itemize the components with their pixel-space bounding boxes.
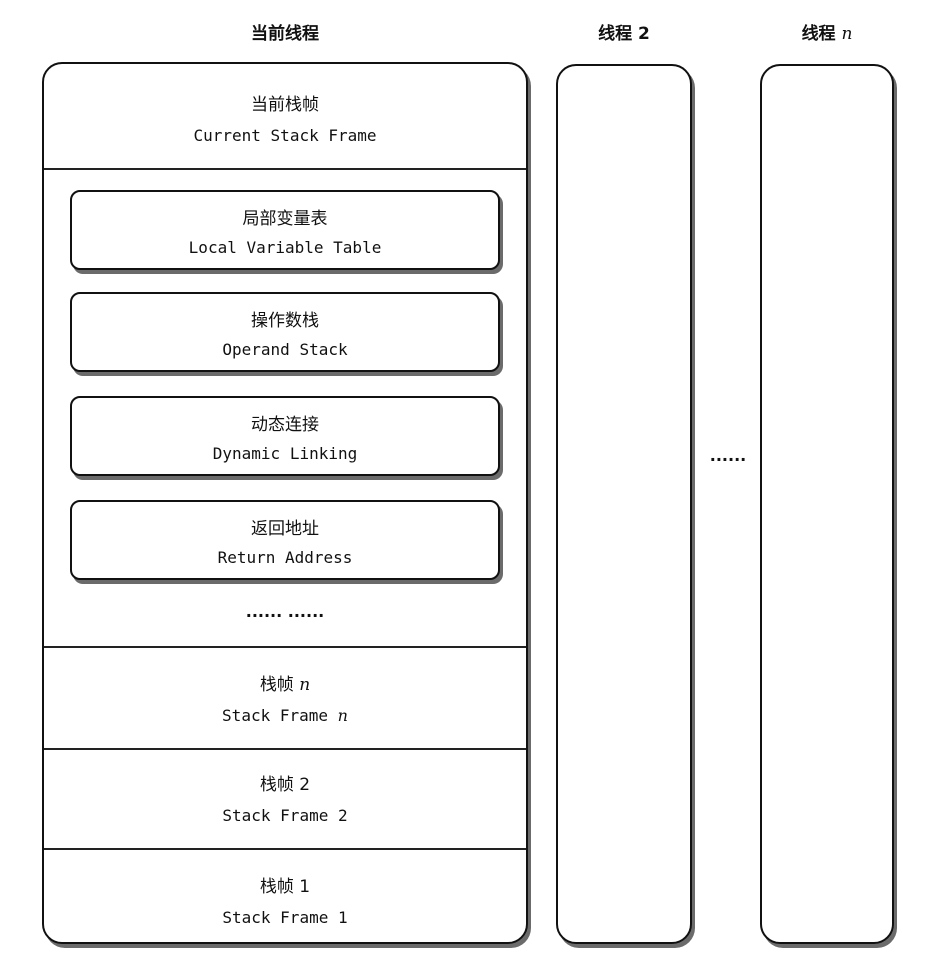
- local-variable-table-box: 局部变量表 Local Variable Table: [70, 190, 500, 270]
- stack-frame-n-en-prefix: Stack Frame: [222, 706, 338, 725]
- stack-frame-1: 栈帧 1 Stack Frame 1: [44, 850, 526, 942]
- dynamic-linking-en: Dynamic Linking: [212, 444, 358, 463]
- local-variable-table-cn: 局部变量表: [242, 209, 328, 229]
- stack-frame-n-cn-prefix: 栈帧: [259, 675, 300, 695]
- frame-parts-ellipsis: ...... ......: [245, 602, 325, 621]
- current-stack-frame: 当前栈帧 Current Stack Frame: [44, 64, 526, 170]
- stack-frame-n-cn-variable: n: [299, 675, 311, 695]
- thread-2-title: 线程 2: [598, 24, 650, 44]
- dynamic-linking-cn: 动态连接: [251, 415, 319, 435]
- stack-frame-n: 栈帧 n Stack Frame n: [44, 648, 526, 748]
- local-variable-table-en: Local Variable Table: [188, 238, 382, 257]
- current-thread-stack: 当前栈帧 Current Stack Frame 局部变量表 Local Var…: [42, 62, 528, 944]
- return-address-cn: 返回地址: [251, 519, 319, 539]
- current-stack-frame-en: Current Stack Frame: [193, 126, 377, 145]
- current-stack-frame-cn: 当前栈帧: [251, 95, 319, 115]
- stack-frame-1-en: Stack Frame 1: [222, 908, 348, 927]
- divider-frame-2: [44, 748, 526, 750]
- divider-frame-1: [44, 848, 526, 850]
- return-address-box: 返回地址 Return Address: [70, 500, 500, 580]
- thread-n-title: 线程 n: [760, 20, 894, 48]
- thread-2-stack: [556, 64, 692, 944]
- stack-frame-n-en: Stack Frame n: [44, 706, 526, 725]
- dynamic-linking-box: 动态连接 Dynamic Linking: [70, 396, 500, 476]
- stack-frame-n-en-variable: n: [337, 706, 348, 725]
- thread-n-prefix: 线程: [801, 24, 842, 44]
- return-address-en: Return Address: [217, 548, 353, 567]
- stack-frame-n-cn: 栈帧 n: [44, 670, 526, 695]
- divider-frame-n: [44, 646, 526, 648]
- stack-frame-2-en: Stack Frame 2: [222, 806, 348, 825]
- operand-stack-box: 操作数栈 Operand Stack: [70, 292, 500, 372]
- stack-frame-2: 栈帧 2 Stack Frame 2: [44, 750, 526, 848]
- operand-stack-en: Operand Stack: [222, 340, 348, 359]
- between-threads-ellipsis: ......: [709, 446, 747, 465]
- operand-stack-cn: 操作数栈: [251, 311, 319, 331]
- current-thread-title: 当前线程: [251, 24, 319, 44]
- thread-n-stack: [760, 64, 894, 944]
- stack-frame-2-cn: 栈帧 2: [259, 775, 311, 795]
- thread-n-variable: n: [841, 24, 853, 44]
- stack-frame-1-cn: 栈帧 1: [259, 877, 311, 897]
- divider-current-frame: [44, 168, 526, 170]
